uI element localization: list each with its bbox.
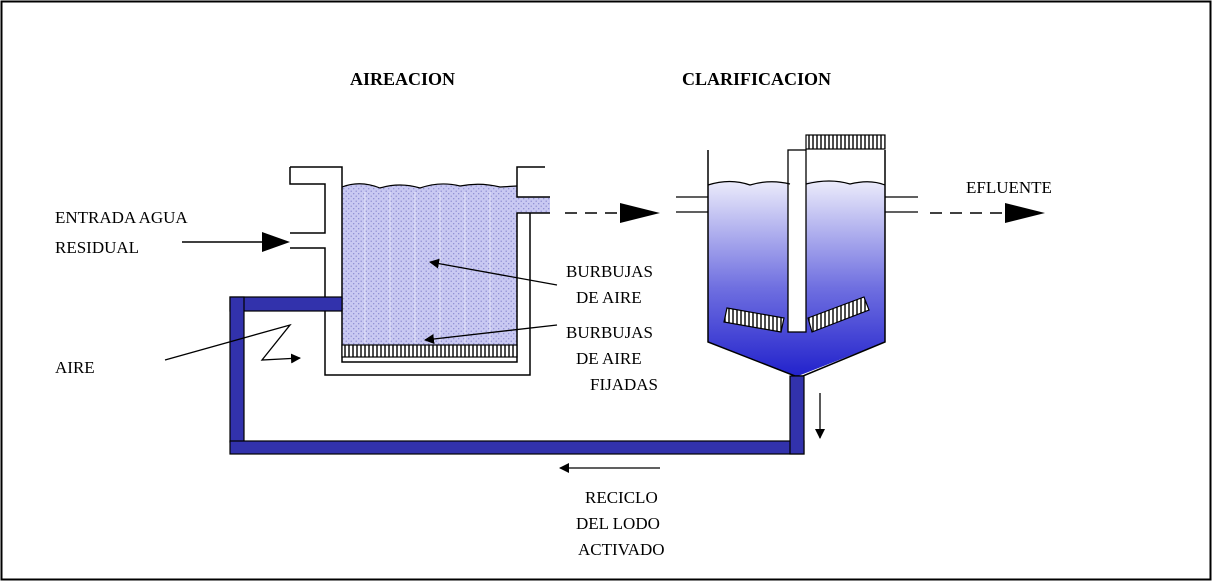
aeration-inner-walls <box>289 166 550 376</box>
label-influent-1: ENTRADA AGUA <box>55 208 188 227</box>
scraper-blade-left <box>723 307 785 333</box>
clarifier-center-well <box>787 149 807 333</box>
diffuser-bar <box>341 344 518 358</box>
label-recycle-3: ACTIVADO <box>578 540 665 559</box>
label-influent-2: RESIDUAL <box>55 238 139 257</box>
aeration-surface <box>341 183 518 189</box>
label-recycle-1: RECICLO <box>585 488 658 507</box>
recycle-pipe <box>229 296 805 455</box>
clarifier <box>676 134 918 377</box>
transfer-arrow-icon <box>620 203 660 223</box>
label-fixed-bubbles-3: FIJADAS <box>590 375 658 394</box>
influent-arrow-icon <box>262 232 290 252</box>
label-bubbles-1: BURBUJAS <box>566 262 653 281</box>
bubble-columns <box>364 192 491 343</box>
label-fixed-bubbles-1: BURBUJAS <box>566 323 653 342</box>
effluent-arrow-icon <box>1005 203 1045 223</box>
label-bubbles-2: DE AIRE <box>576 288 642 307</box>
flow-arrows <box>164 203 1045 473</box>
aeration-tank <box>289 166 550 376</box>
title-aeration: AIREACION <box>350 69 455 89</box>
label-effluent: EFLUENTE <box>966 178 1052 197</box>
scraper-drive <box>805 134 886 150</box>
label-recycle-2: DEL LODO <box>576 514 660 533</box>
label-fixed-bubbles-2: DE AIRE <box>576 349 642 368</box>
scraper-blade-right <box>807 296 870 333</box>
title-clarification: CLARIFICACION <box>682 69 831 89</box>
label-air: AIRE <box>55 358 95 377</box>
